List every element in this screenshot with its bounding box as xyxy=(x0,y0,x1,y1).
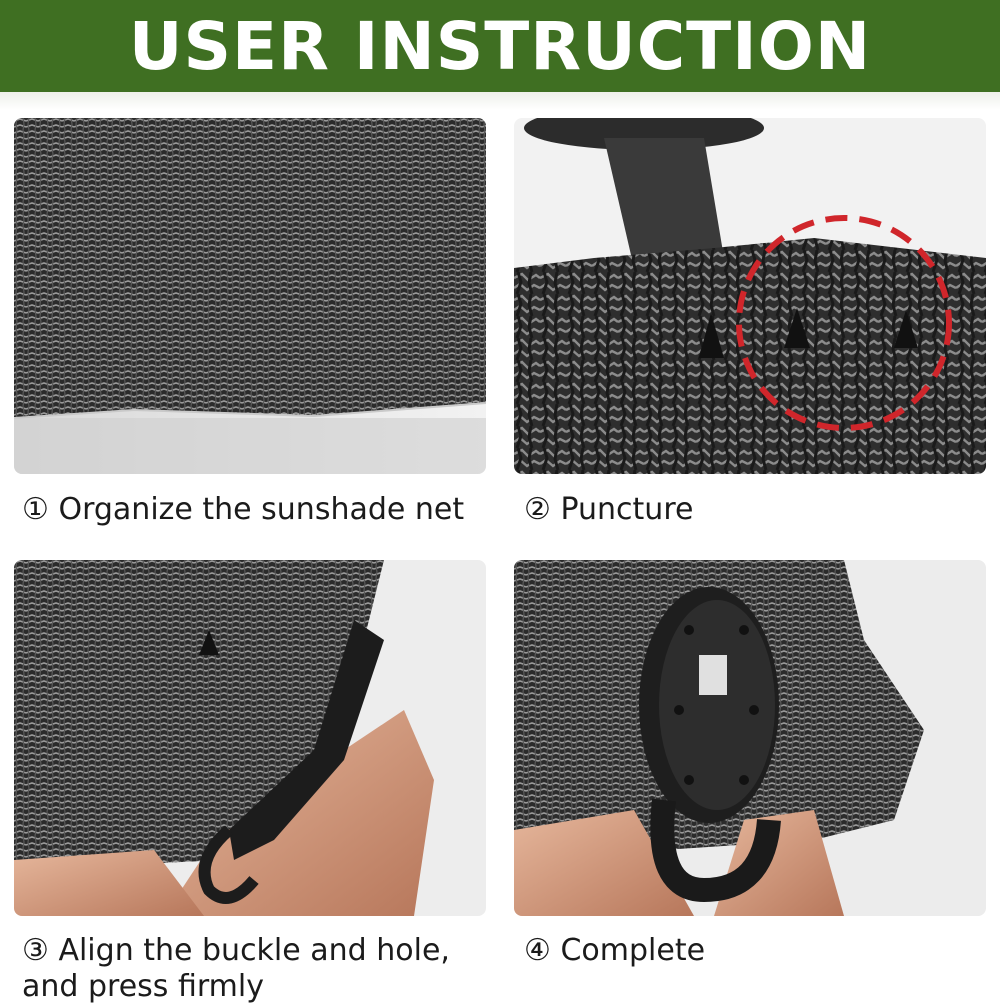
step-4-photo xyxy=(514,560,986,916)
step-2-photo xyxy=(514,118,986,474)
step-1-caption: ① Organize the sunshade net xyxy=(22,492,464,528)
step-2-caption: ② Puncture xyxy=(524,492,693,528)
step-4-caption: ④ Complete xyxy=(524,933,705,969)
step-4-text: Complete xyxy=(560,933,706,968)
step-3-text: Align the buckle and hole, xyxy=(58,933,450,968)
header-banner: USER INSTRUCTION xyxy=(0,0,1000,92)
step-1-text: Organize the sunshade net xyxy=(58,492,465,527)
step-3-text-line2: and press firmly xyxy=(22,969,264,1004)
step-2-text: Puncture xyxy=(560,492,694,527)
step-4-number: ④ xyxy=(524,933,551,968)
step-3-caption: ③ Align the buckle and hole, and press f… xyxy=(22,933,450,1005)
step-2-number: ② xyxy=(524,492,551,527)
step-1-photo xyxy=(14,118,486,474)
step-3-number: ③ xyxy=(22,933,49,968)
header-divider xyxy=(0,92,1000,110)
step-3-photo xyxy=(14,560,486,916)
step-1-number: ① xyxy=(22,492,49,527)
page-title: USER INSTRUCTION xyxy=(128,7,872,85)
